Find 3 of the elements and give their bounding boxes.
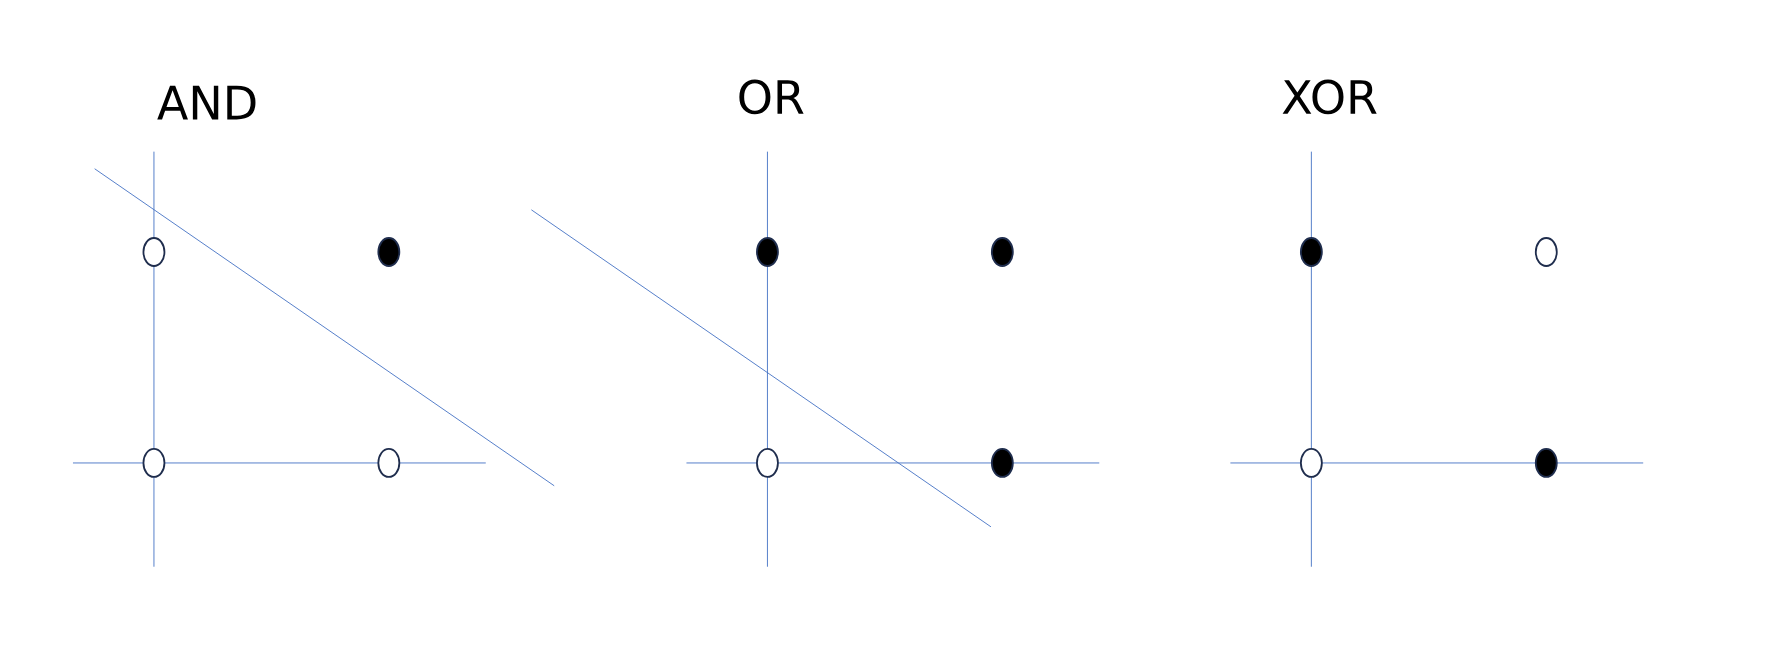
panel-title: AND — [157, 85, 256, 120]
panel-title: OR — [739, 79, 804, 115]
panel-title: XOR — [1282, 79, 1377, 115]
